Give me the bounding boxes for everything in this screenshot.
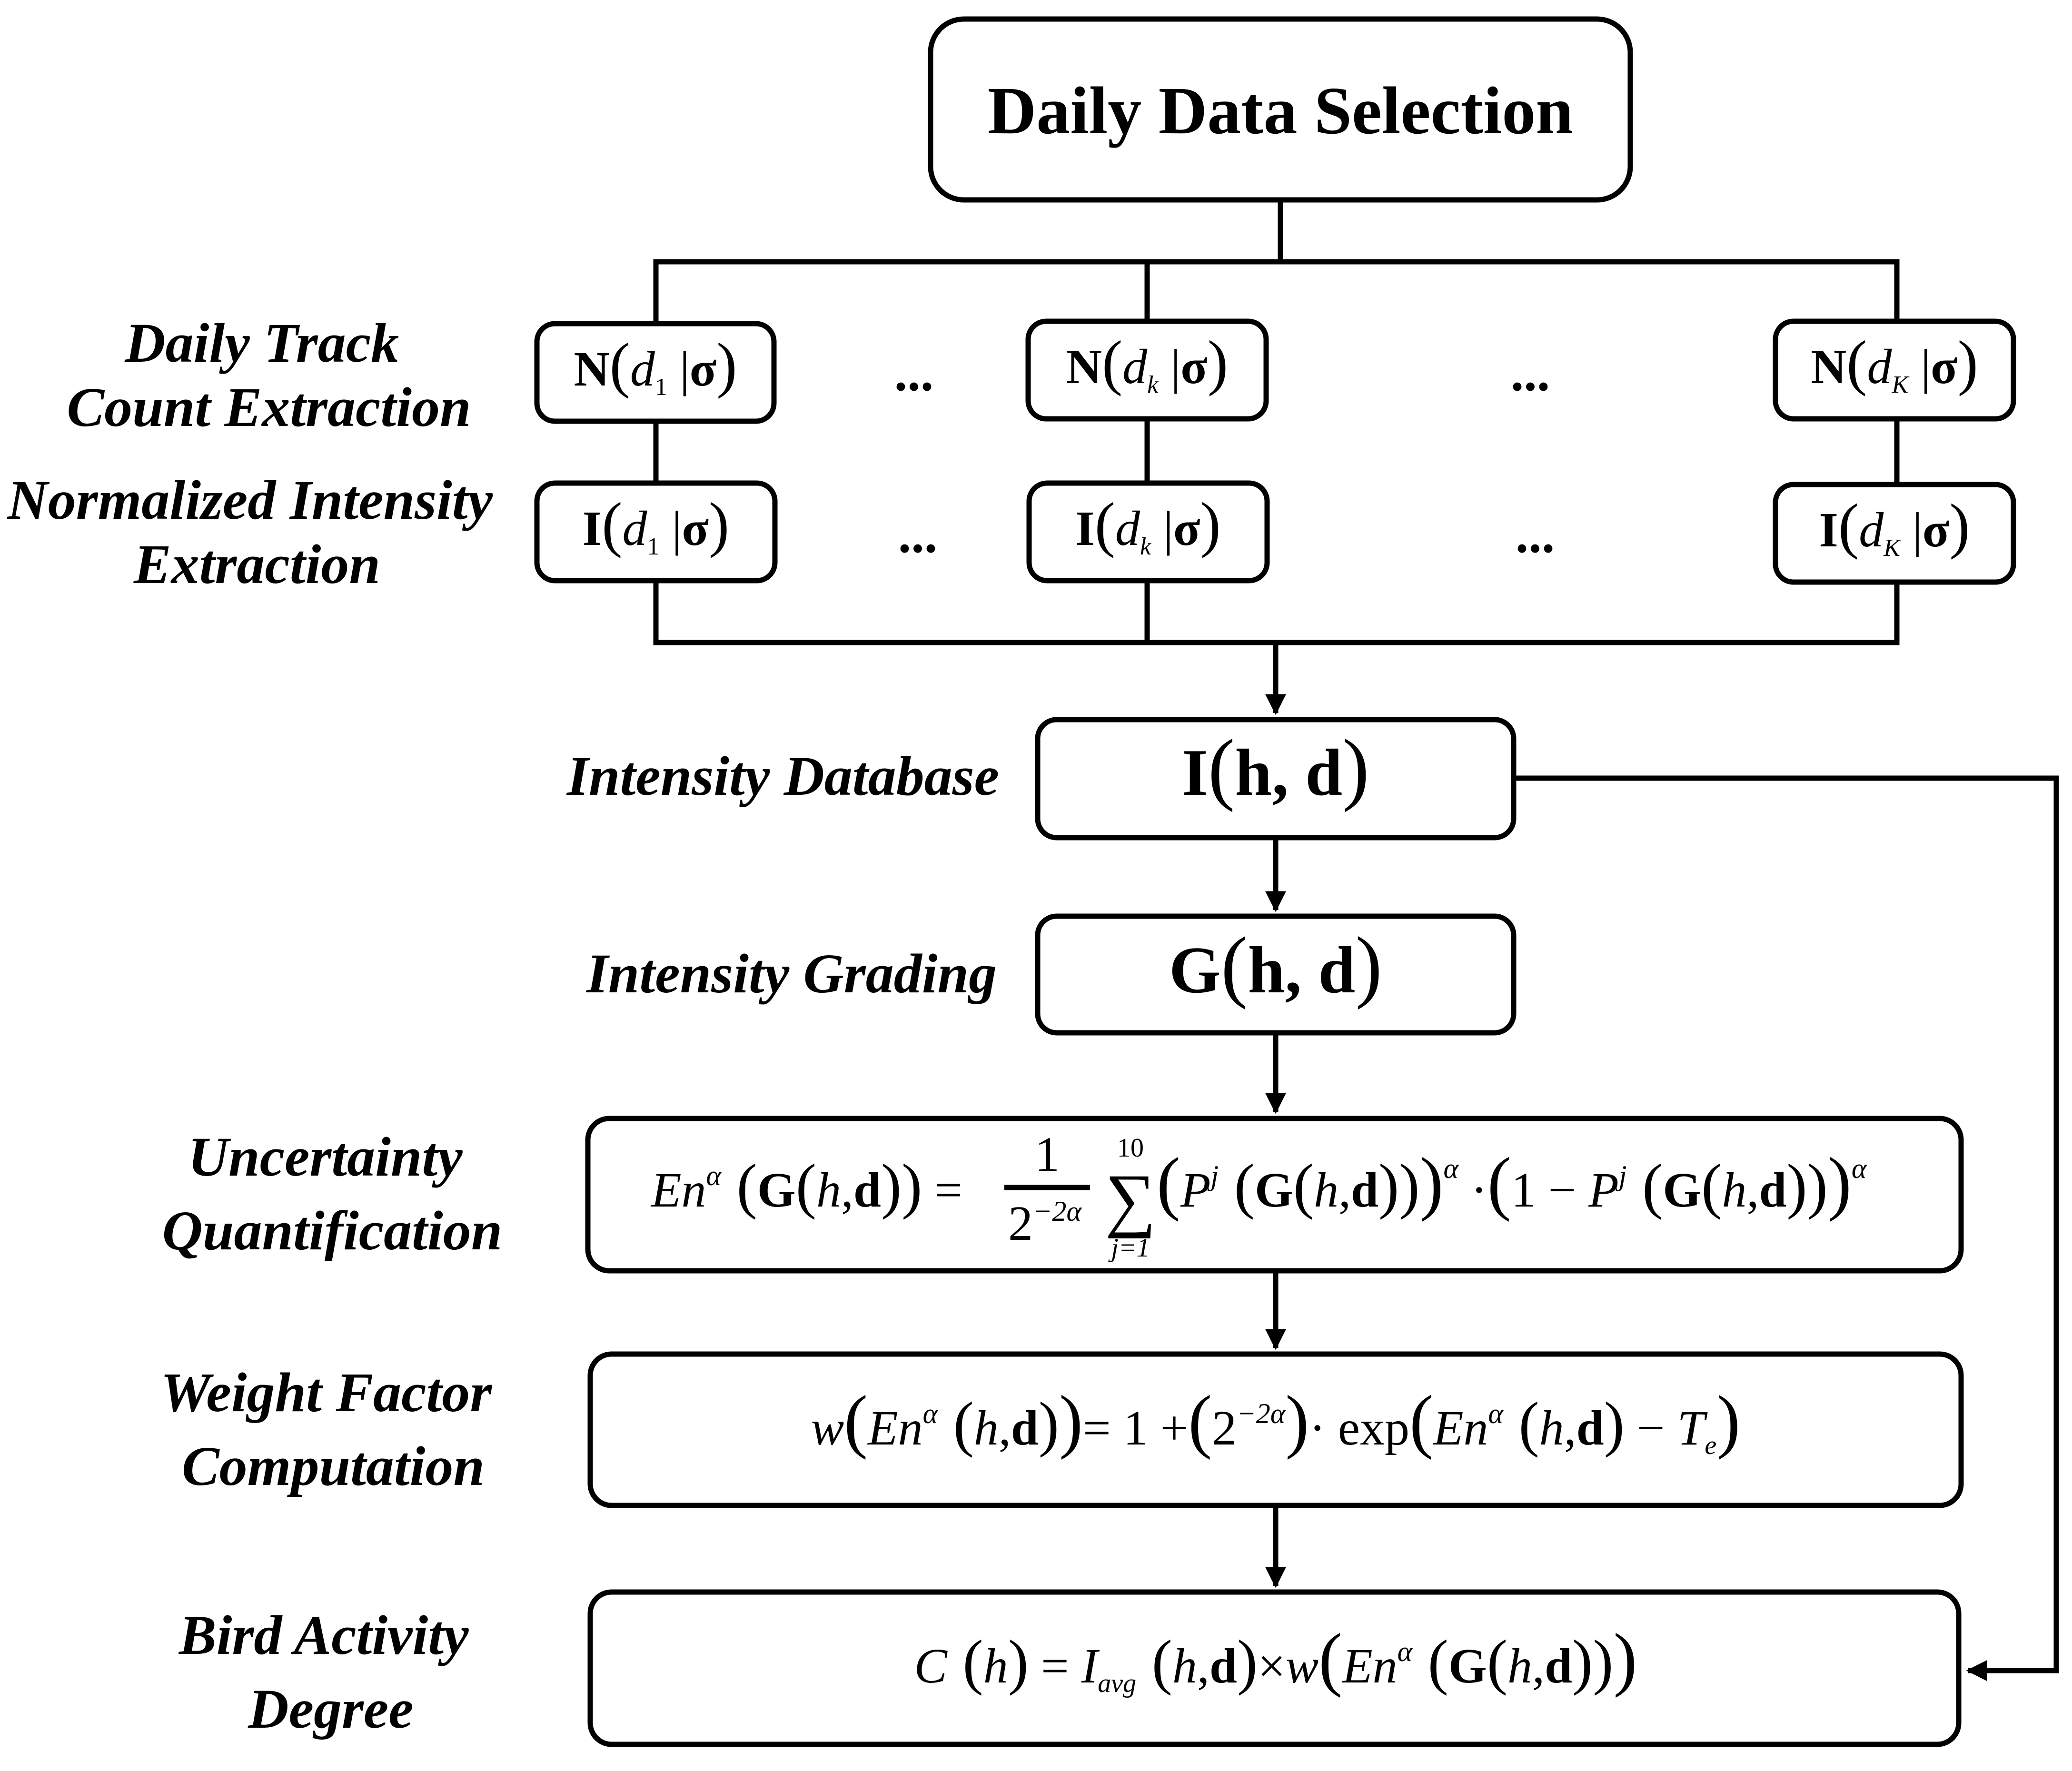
svg-text:1: 1 (1035, 1127, 1060, 1182)
svg-text:N(dk |σ): N(dk |σ) (1066, 328, 1228, 398)
label-intensity-grading: Intensity Grading (585, 942, 997, 1005)
svg-text:w(Enα (h,d))= 1 +(2−2α)· exp(E: w(Enα (h,d))= 1 +(2−2α)· exp(Enα (h,d) −… (811, 1381, 1740, 1460)
svg-text:N(dK |σ): N(dK |σ) (1811, 328, 1978, 398)
svg-text:10: 10 (1117, 1133, 1144, 1163)
ellipsis-count-2: ... (1511, 344, 1550, 402)
database-feedback-line (1514, 775, 2059, 1681)
uncertainty-box: Enα (G(h,d)) = 1 2−2α 10 ∑ j=1 (Pj (G(h,… (585, 1116, 1964, 1274)
svg-text:2−2α: 2−2α (1008, 1196, 1082, 1251)
svg-text:G(h, d): G(h, d) (1169, 920, 1382, 1010)
top-branch-bar (653, 259, 1900, 324)
intensity-box-1: I(d1 |σ) (534, 480, 778, 584)
label-uncertainty: Uncertainty Quantification (162, 1126, 503, 1262)
svg-text:N(d1 |σ): N(d1 |σ) (574, 331, 737, 401)
ellipsis-count-1: ... (894, 344, 934, 402)
svg-text:j=1: j=1 (1108, 1233, 1150, 1263)
ellipsis-intensity-2: ... (1516, 505, 1555, 564)
weight-box: w(Enα (h,d))= 1 +(2−2α)· exp(Enα (h,d) −… (587, 1351, 1964, 1508)
intensity-box-k: I(dk |σ) (1026, 480, 1270, 584)
ellipsis-intensity-1: ... (898, 505, 938, 564)
svg-text:Enα (G(h,d)) =: Enα (G(h,d)) = (650, 1152, 962, 1220)
grading-box: G(h, d) (1035, 913, 1517, 1036)
svg-text:C (h) = Iavg (h,d)×w(Enα (G(h,: C (h) = Iavg (h,d)×w(Enα (G(h,d))) (914, 1619, 1637, 1698)
label-normalized-intensity: Normalized Intensity Extraction (7, 469, 507, 595)
label-track-count: Daily Track Count Extraction (67, 312, 471, 438)
activity-box: C (h) = Iavg (h,d)×w(Enα (G(h,d))) (587, 1589, 1962, 1747)
svg-text:I(dk |σ): I(dk |σ) (1075, 490, 1221, 560)
bottom-branch-bar (653, 581, 1900, 645)
label-bird-activity: Bird Activity Degree (178, 1604, 483, 1740)
database-box: I(h, d) (1035, 717, 1517, 841)
count-box-1: N(d1 |σ) (534, 321, 777, 424)
label-intensity-database: Intensity Database (566, 745, 999, 807)
count-box-K: N(dK |σ) (1773, 318, 2016, 422)
intensity-box-K: I(dK |σ) (1773, 482, 2016, 585)
label-weight-factor: Weight Factor Computation (160, 1361, 506, 1497)
count-box-k: N(dk |σ) (1025, 318, 1269, 422)
svg-text:I(dK |σ): I(dK |σ) (1819, 492, 1970, 562)
title-text: Daily Data Selection (988, 73, 1574, 148)
svg-text:∑: ∑ (1105, 1160, 1156, 1239)
svg-text:(Pj (G(h,d)))α ·(1 − Pj (G(h,d: (Pj (G(h,d)))α ·(1 − Pj (G(h,d)))α (1157, 1143, 1867, 1222)
svg-text:I(d1 |σ): I(d1 |σ) (583, 490, 729, 560)
svg-text:I(h, d): I(h, d) (1182, 723, 1369, 812)
